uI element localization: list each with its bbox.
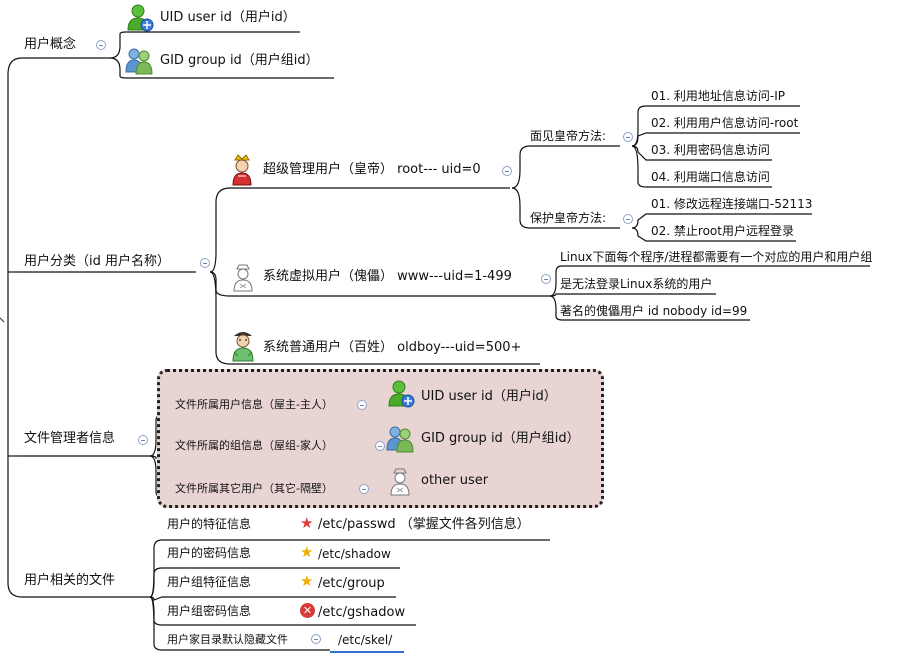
node-user-concept[interactable]: 用户概念 [24,37,77,52]
virtual-item[interactable]: Linux下面每个程序/进程都需要有一个对应的用户和用户组 [560,250,873,264]
node-gid[interactable]: GID group id（用户组id） [160,53,319,68]
puppet-icon [390,468,410,496]
node-meet-method[interactable]: 面见皇帝方法: [530,129,607,143]
commoner-icon [232,332,254,362]
owner-group-value[interactable]: GID group id（用户组id） [421,431,580,446]
collapse-icon[interactable] [502,166,512,176]
owner-user-label[interactable]: 文件所属用户信息（屋主-主人） [175,398,333,411]
node-user-files[interactable]: 用户相关的文件 [24,573,116,588]
file-label-gshadow[interactable]: 用户组密码信息 [167,604,252,618]
collapse-icon[interactable] [375,441,385,451]
star-icon: ★ [300,514,314,532]
node-uid[interactable]: UID user id（用户id） [160,10,296,25]
owner-group-label[interactable]: 文件所属的组信息（屋组-家人） [175,439,333,452]
file-label-passwd[interactable]: 用户的特征信息 [167,517,252,531]
collapse-icon[interactable] [623,214,633,224]
virtual-item[interactable]: 是无法登录Linux系统的用户 [560,277,713,291]
file-label-skel[interactable]: 用户家目录默认隐藏文件 [167,633,288,646]
file-shadow[interactable]: /etc/shadow [318,547,391,561]
collapse-icon[interactable] [138,435,148,445]
collapse-icon[interactable] [623,132,633,142]
node-protect-method[interactable]: 保护皇帝方法: [530,211,607,225]
file-label-shadow[interactable]: 用户的密码信息 [167,546,252,560]
collapse-icon[interactable] [541,274,551,284]
file-passwd[interactable]: /etc/passwd （掌握文件各列信息） [318,517,530,532]
node-user-category[interactable]: 用户分类（id 用户名称） [24,254,170,269]
node-file-owner[interactable]: 文件管理者信息 [24,431,116,446]
collapse-icon[interactable] [357,400,367,410]
collapse-icon[interactable] [311,634,321,644]
user-green-icon [388,380,415,408]
protect-item[interactable]: 01. 修改远程连接端口-52113 [651,197,813,211]
protect-item[interactable]: 02. 禁止root用户远程登录 [651,224,794,238]
owner-other-label[interactable]: 文件所属其它用户（其它-隔壁） [175,482,333,495]
user-green-icon [127,4,154,32]
node-super-user[interactable]: 超级管理用户（皇帝） root--- uid=0 [263,162,481,177]
collapse-icon[interactable] [200,258,210,268]
group-icon [125,48,153,75]
file-skel[interactable]: /etc/skel/ [338,633,393,647]
meet-item[interactable]: 02. 利用用户信息访问-root [651,116,799,130]
meet-item[interactable]: 01. 利用地址信息访问-IP [651,89,786,103]
group-icon [386,426,414,453]
meet-item[interactable]: 04. 利用端口信息访问 [651,170,770,184]
cross-icon: ✕ [300,603,315,618]
virtual-item[interactable]: 著名的傀儡用户 id nobody id=99 [560,304,748,318]
file-group[interactable]: /etc/group [318,576,385,591]
owner-user-value[interactable]: UID user id（用户id） [421,389,557,404]
collapse-icon[interactable] [96,40,106,50]
meet-item[interactable]: 03. 利用密码信息访问 [651,143,770,157]
node-normal-user[interactable]: 系统普通用户（百姓） oldboy---uid=500+ [263,340,522,355]
collapse-icon[interactable] [359,484,369,494]
king-icon [232,154,252,186]
star-icon: ★ [300,572,314,590]
file-owner-panel [157,369,604,508]
puppet-icon [233,264,253,292]
node-virtual-user[interactable]: 系统虚拟用户（傀儡） www---uid=1-499 [263,269,512,284]
file-label-group[interactable]: 用户组特征信息 [167,575,252,589]
owner-other-value[interactable]: other user [421,473,489,488]
star-icon: ★ [300,543,314,561]
file-gshadow[interactable]: /etc/gshadow [318,605,406,620]
